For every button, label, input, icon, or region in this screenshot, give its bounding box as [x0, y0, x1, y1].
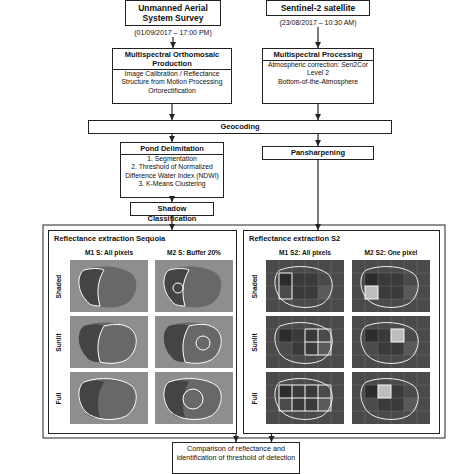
pond-outline	[361, 267, 418, 308]
flow-arrow	[317, 104, 318, 120]
pond-outline	[183, 324, 221, 363]
satellite-thumbnail	[352, 372, 430, 424]
box-text: 2. Threshold of Normalized Difference Wa…	[121, 163, 223, 180]
flow-arrow	[317, 160, 318, 230]
full-outline	[361, 323, 418, 364]
box-text: (01/09/2017 – 17:00 PM)	[125, 28, 221, 37]
sunlit-outline	[98, 324, 136, 363]
pixel-selection	[279, 273, 292, 299]
box-title: Pansharpening	[263, 147, 373, 159]
pond-outline	[79, 269, 104, 307]
source-box: Unmanned Aerial System Survey (01/09/2017…	[125, 0, 221, 37]
box-title: Reflectance extraction S2	[244, 231, 439, 247]
satellite-thumbnail	[266, 316, 344, 368]
box-text: Image Calibration / Reflectance	[113, 70, 231, 78]
pond-outline	[275, 323, 332, 364]
uav-thumbnail	[155, 316, 233, 368]
pond-outline	[275, 267, 332, 308]
pond-outline	[98, 324, 136, 363]
box-title: Sentinel-2 satellite	[266, 0, 370, 16]
satellite-thumbnail	[352, 316, 430, 368]
flow-arrow	[235, 434, 236, 442]
flow-arrow	[172, 37, 173, 48]
result-box: Comparison of reflectance and identifica…	[172, 442, 300, 474]
box-title: Shadow Classification	[131, 203, 213, 225]
pond-outline	[164, 269, 189, 307]
buffer-circle	[196, 336, 210, 350]
box-title: Reflectance extraction Sequoia	[49, 231, 236, 247]
single-pixel	[391, 329, 404, 342]
flow-arrow	[171, 216, 172, 230]
box-text: Bottom-of-the-Atmosphere	[263, 78, 373, 86]
pond-outline	[79, 379, 136, 420]
box-text: (23/08/2017 – 10:30 AM)	[266, 18, 370, 27]
flow-arrow	[317, 134, 318, 146]
uav-thumbnail	[70, 260, 148, 312]
full-outline	[275, 323, 332, 364]
box-text: Atmospheric correction: Sen2Cor	[263, 61, 373, 69]
panel-frame	[43, 225, 445, 438]
pixel-selection	[305, 329, 331, 355]
full-outline	[275, 379, 332, 420]
pond-outline	[275, 379, 332, 420]
full-outline	[164, 379, 221, 420]
single-pixel	[378, 385, 391, 398]
box-text: Level 2	[263, 69, 373, 77]
full-outline	[79, 379, 136, 420]
flow-arrow	[171, 198, 172, 202]
pond-outline	[361, 379, 418, 420]
uav-thumbnail	[155, 260, 233, 312]
single-pixel	[365, 286, 378, 299]
process-box: Multispectral Orthomosaic ProductionImag…	[112, 48, 232, 104]
satellite-thumbnail	[352, 260, 430, 312]
shade-outline	[164, 269, 189, 307]
process-box: Shadow Classification	[130, 202, 214, 216]
box-text: 3. K-Means Clustering	[121, 180, 223, 188]
box-title: Unmanned Aerial System Survey	[125, 0, 221, 26]
pond-outline	[361, 323, 418, 364]
pixel-selection	[279, 385, 331, 411]
shade-outline	[79, 269, 104, 307]
box-text: 1. Segmentation	[121, 155, 223, 163]
full-outline	[361, 267, 418, 308]
box-title: Comparison of reflectance and identifica…	[173, 443, 299, 463]
process-box: Multispectral ProcessingAtmospheric corr…	[262, 48, 374, 104]
source-box: Sentinel-2 satellite (23/08/2017 – 10:30 …	[266, 0, 370, 27]
box-title: Multispectral Orthomosaic Production	[113, 49, 231, 70]
box-title: Multispectral Processing	[263, 49, 373, 61]
box-title: Geocoding	[89, 121, 391, 133]
satellite-thumbnail	[266, 260, 344, 312]
pond-outline	[164, 379, 221, 420]
full-outline	[361, 379, 418, 420]
sunlit-outline	[183, 324, 221, 363]
buffer-circle	[173, 283, 183, 293]
uav-thumbnail	[155, 372, 233, 424]
flow-arrow	[317, 27, 318, 48]
buffer-circle	[183, 389, 203, 409]
box-title: Pond Delimitation	[121, 143, 223, 155]
uav-thumbnail	[70, 316, 148, 368]
flow-arrow	[271, 434, 272, 442]
box-text: Structure from Motion Processing	[113, 78, 231, 86]
flow-arrow	[171, 134, 172, 142]
flow-arrow	[171, 104, 172, 120]
box-text: Ortorectification	[113, 87, 231, 95]
process-box: Pond Delimitation1. Segmentation2. Thres…	[120, 142, 224, 198]
uav-thumbnail	[70, 372, 148, 424]
process-box: Geocoding	[88, 120, 392, 134]
extraction-panel: Reflectance extraction Sequoia	[48, 230, 237, 434]
process-box: Pansharpening	[262, 146, 374, 160]
satellite-thumbnail	[266, 372, 344, 424]
full-outline	[275, 267, 332, 308]
extraction-panel: Reflectance extraction S2	[243, 230, 440, 434]
